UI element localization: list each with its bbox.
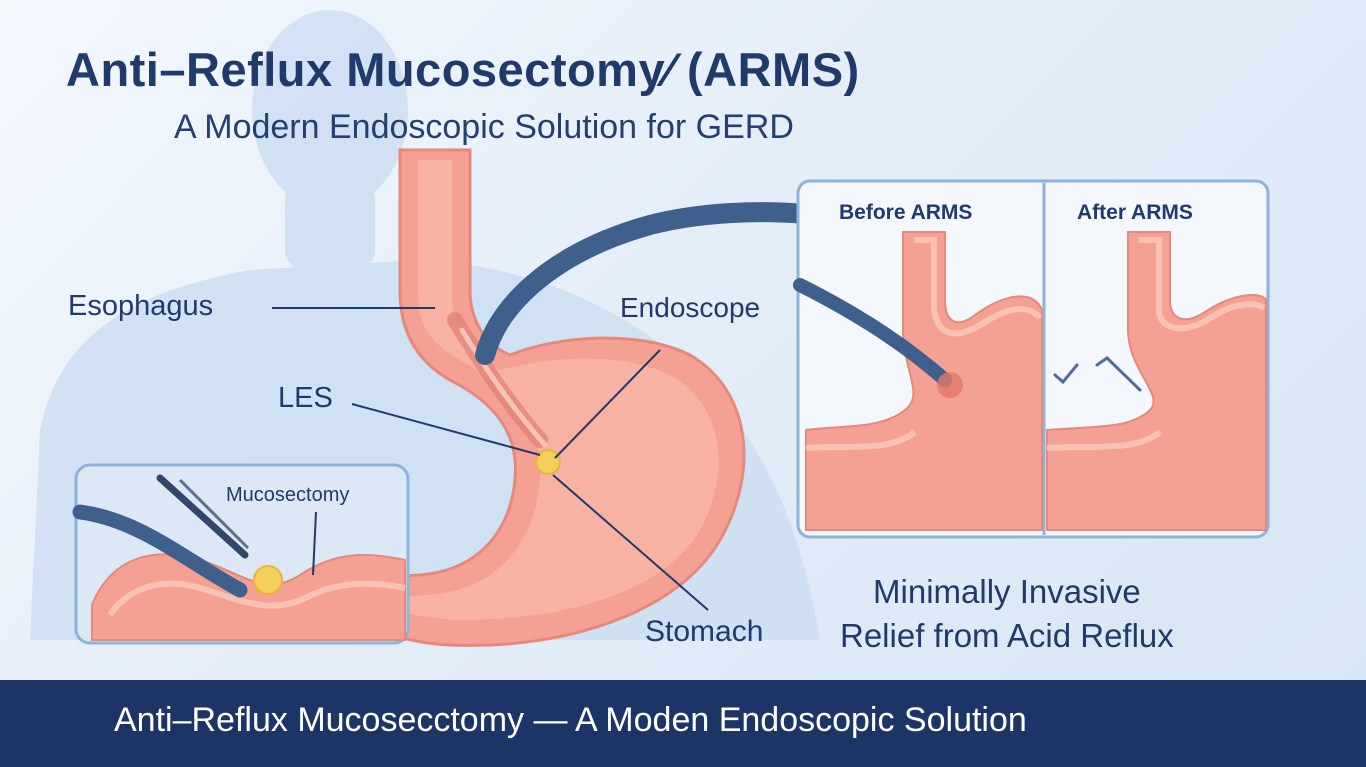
comparison-panel — [793, 179, 1270, 539]
after-check-marks — [1053, 356, 1142, 392]
after-arms-label: After ARMS — [1077, 201, 1193, 224]
esophagus-label: Esophagus — [68, 290, 214, 322]
inset-snare — [156, 474, 249, 559]
before-stomach — [793, 231, 1043, 531]
before-arms-label: Before ARMS — [839, 201, 973, 224]
stomach-inner — [135, 160, 719, 620]
les-label: LES — [278, 382, 333, 414]
anatomy-illustration — [30, 10, 1270, 647]
les-band-inner — [459, 327, 548, 448]
mucosectomy-inset — [72, 463, 410, 645]
tagline-line-2: Relief from Acid Reflux — [840, 617, 1174, 654]
after-stomach — [1046, 231, 1267, 531]
page-subtitle: A Modern Endoscopic Solution for GERD — [174, 108, 794, 146]
footer-banner: Anti–Reflux Mucosecctomy — A Moden Endos… — [0, 680, 1366, 767]
tagline: Minimally Invasive Relief from Acid Refl… — [840, 570, 1174, 658]
footer-text: Anti–Reflux Mucosecctomy — A Moden Endos… — [114, 701, 1027, 739]
inset-lesion — [253, 565, 283, 595]
stomach-label: Stomach — [645, 615, 764, 648]
endoscope-tube — [475, 202, 815, 365]
page-title: Anti–Reflux Mucosectomy⁄ (ARMS) — [66, 43, 860, 96]
mucosectomy-label: Mucosectomy — [226, 484, 350, 506]
leader-lines — [272, 307, 709, 611]
lesion-spot — [535, 449, 561, 475]
tagline-line-1: Minimally Invasive — [873, 573, 1141, 610]
inset-scope — [72, 504, 248, 598]
before-endoscope — [793, 278, 952, 387]
endoscope-label: Endoscope — [620, 292, 761, 323]
